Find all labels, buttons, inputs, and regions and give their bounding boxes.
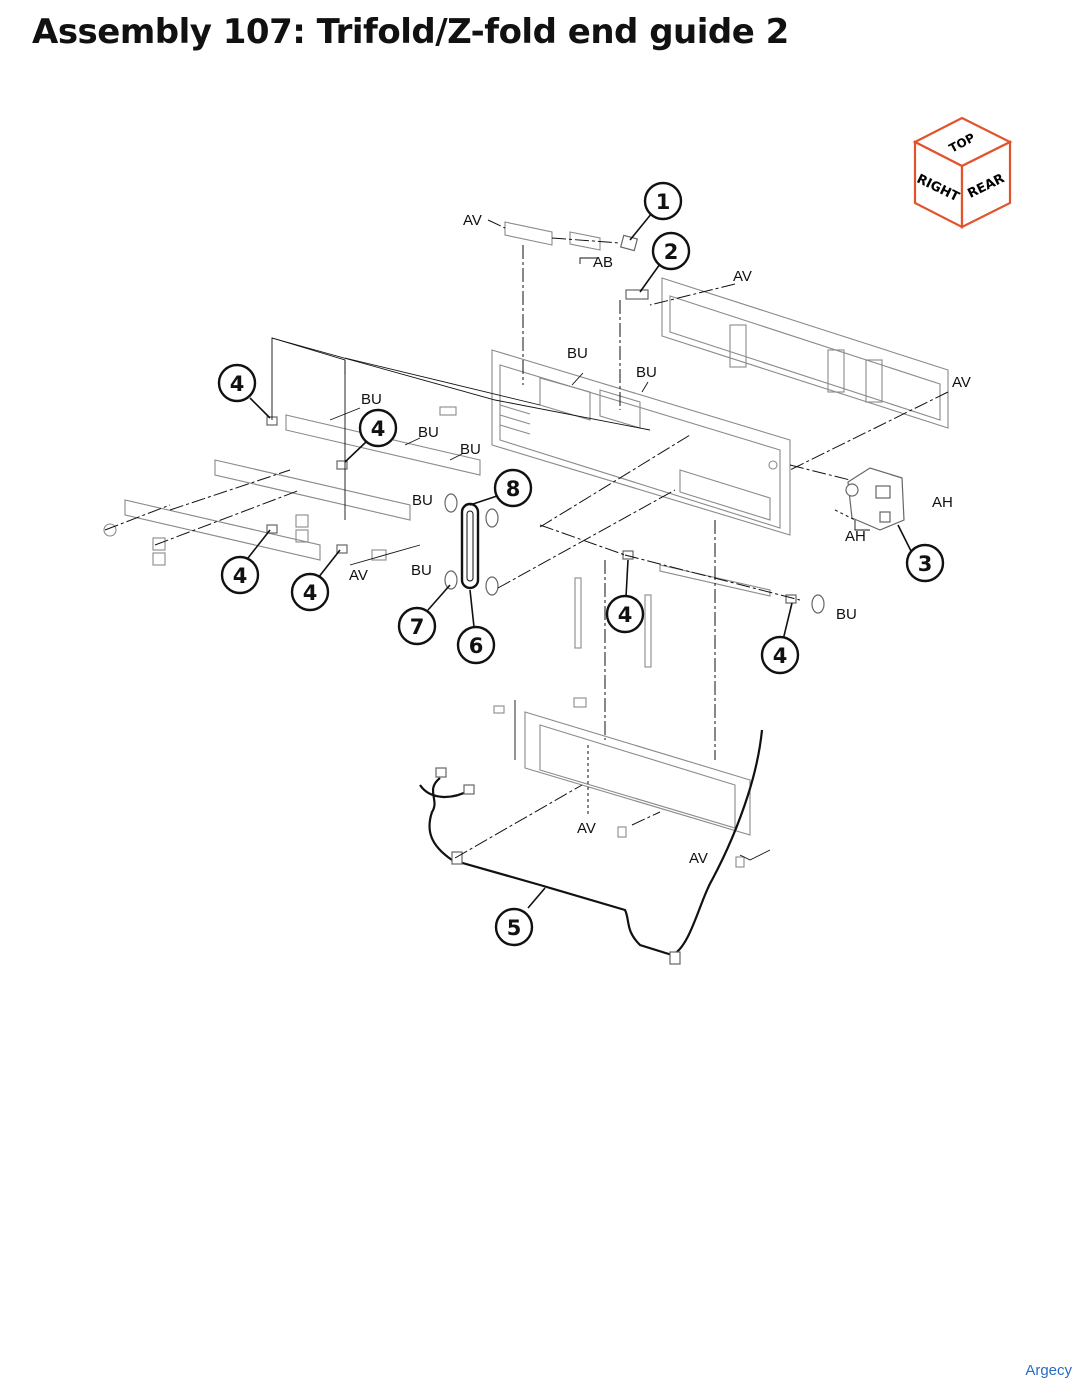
callout-1: 1 xyxy=(643,181,683,221)
svg-text:7: 7 xyxy=(410,615,425,639)
label-av: AV xyxy=(463,212,482,229)
label-bu: BU xyxy=(836,606,857,623)
label-bu: BU xyxy=(418,424,439,441)
svg-text:4: 4 xyxy=(773,644,788,668)
wire-harness-drawing xyxy=(419,729,764,965)
svg-text:8: 8 xyxy=(506,477,521,501)
callout-4a: 4 xyxy=(217,363,257,403)
label-bu: BU xyxy=(412,492,433,509)
svg-text:6: 6 xyxy=(469,634,484,658)
callout-2: 2 xyxy=(651,231,691,271)
label-ab: AB xyxy=(593,254,613,271)
main-frame-drawing xyxy=(103,221,949,868)
callout-leaders xyxy=(247,212,913,909)
callout-4b: 4 xyxy=(358,408,398,448)
label-bu: BU xyxy=(460,441,481,458)
label-bu: BU xyxy=(636,364,657,381)
page-title: Assembly 107: Trifold/Z-fold end guide 2 xyxy=(32,12,789,52)
reference-lines xyxy=(104,219,949,859)
callout-4e: 4 xyxy=(605,594,645,634)
label-bu: BU xyxy=(361,391,382,408)
label-av: AV xyxy=(577,820,596,837)
label-av: AV xyxy=(733,268,752,285)
svg-text:4: 4 xyxy=(233,564,248,588)
callout-4c: 4 xyxy=(220,555,260,595)
callout-5: 5 xyxy=(494,907,534,947)
svg-text:4: 4 xyxy=(618,603,633,627)
orientation-cube: TOP RIGHT REAR xyxy=(912,116,1013,229)
label-ah: AH xyxy=(932,494,953,511)
label-bu: BU xyxy=(411,562,432,579)
svg-text:2: 2 xyxy=(664,240,679,264)
callout-4d: 4 xyxy=(290,572,330,612)
callout-6: 6 xyxy=(456,625,496,665)
svg-text:3: 3 xyxy=(918,552,933,576)
svg-text:4: 4 xyxy=(230,372,245,396)
svg-text:1: 1 xyxy=(656,190,671,214)
callout-4f: 4 xyxy=(760,635,800,675)
svg-text:5: 5 xyxy=(507,916,522,940)
reference-labels: AV AB AV AV BU BU BU BU BU BU BU BU AH A… xyxy=(349,212,971,867)
callout-7: 7 xyxy=(397,606,437,646)
leader-lines xyxy=(271,257,870,861)
label-ah: AH xyxy=(845,528,866,545)
detailed-parts xyxy=(266,234,905,614)
label-av: AV xyxy=(349,567,368,584)
label-bu: BU xyxy=(567,345,588,362)
svg-text:4: 4 xyxy=(303,581,318,605)
label-av: AV xyxy=(689,850,708,867)
watermark: Argecy xyxy=(1025,1362,1072,1379)
callout-8: 8 xyxy=(493,468,533,508)
label-av: AV xyxy=(952,374,971,391)
callout-3: 3 xyxy=(905,543,945,583)
svg-text:4: 4 xyxy=(371,417,386,441)
